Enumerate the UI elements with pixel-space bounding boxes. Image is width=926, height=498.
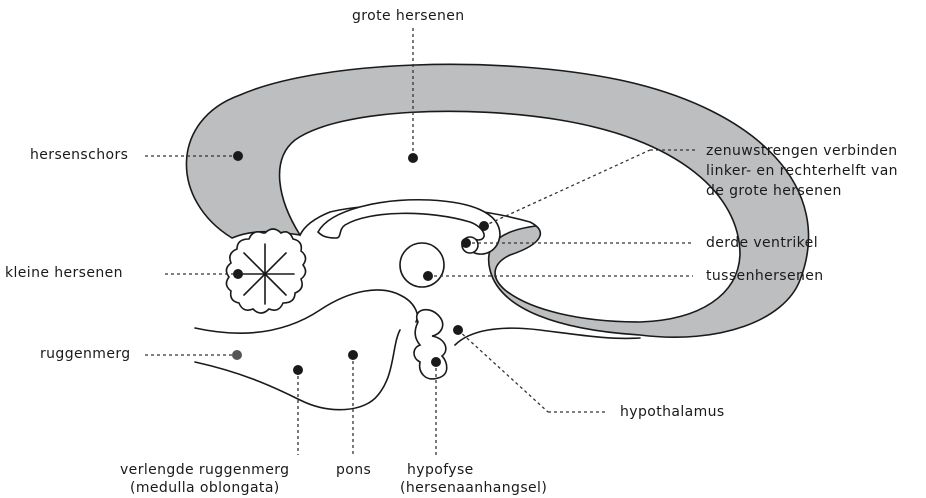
label-kleine-hersenen: kleine hersenen (5, 264, 123, 282)
label-zenuwstrengen-line1: zenuwstrengen verbinden (706, 142, 898, 160)
label-grote-hersenen: grote hersenen (352, 7, 465, 25)
label-hypothalamus: hypothalamus (620, 403, 725, 421)
label-verlengde-ruggenmerg-line2: (medulla oblongata) (130, 479, 280, 497)
label-hypofyse-line2: (hersenaanhangsel) (400, 479, 547, 497)
label-hypofyse-line1: hypofyse (407, 461, 474, 479)
label-tussenhersenen: tussenhersenen (706, 267, 824, 285)
brainstem-outline (195, 290, 417, 333)
label-hersenschors: hersenschors (30, 146, 128, 164)
label-ruggenmerg: ruggenmerg (40, 345, 131, 363)
label-zenuwstrengen-line3: de grote hersenen (706, 182, 842, 200)
label-pons: pons (336, 461, 371, 479)
label-zenuwstrengen-line2: linker- en rechterhelft van (706, 162, 898, 180)
tussenhersenen-shape (400, 243, 444, 287)
label-derde-ventrikel: derde ventrikel (706, 234, 818, 252)
label-verlengde-ruggenmerg-line1: verlengde ruggenmerg (120, 461, 289, 479)
hypofyse-shape (414, 310, 447, 379)
